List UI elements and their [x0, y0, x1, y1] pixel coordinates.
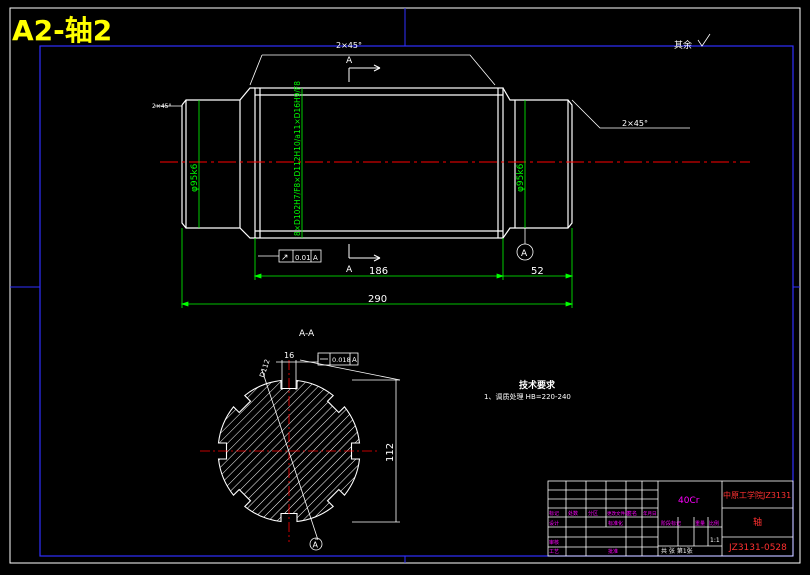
chamfer-leaders [155, 54, 690, 129]
tb-label: 审核 [549, 539, 559, 546]
outer-frame [9, 7, 801, 564]
tb-part-name: 轴 [753, 516, 762, 528]
title-block [547, 480, 794, 557]
dia-left-label: φ95k6 [190, 163, 200, 192]
shaft-main-view [181, 87, 573, 239]
tb-label: 更改文件号 [607, 510, 630, 517]
tb-label: 工艺 [549, 549, 559, 555]
section-cut-marks [348, 64, 381, 262]
tb-label: 重量 [695, 520, 705, 527]
section-dimensions [261, 355, 401, 541]
section-centerlines [200, 360, 380, 542]
dim-52: 52 [531, 266, 544, 277]
section-tol-value: 0.018 [332, 356, 351, 364]
datum-a-main: A [516, 228, 534, 261]
chamfer-left-label: 2×45° [152, 103, 171, 110]
section-mark-bottom: A [346, 265, 353, 275]
tb-sheet: 共 张 第1张 [661, 547, 693, 555]
tb-label: 标准化 [608, 520, 623, 527]
tb-material: 40Cr [678, 496, 700, 506]
dia-right-label: φ95k6 [516, 163, 526, 192]
roughness-symbol [697, 33, 711, 47]
tb-school: 中原工学院JZ3131 [723, 490, 791, 500]
tol-value: 0.01 [295, 254, 311, 262]
tb-label: 年月日 [643, 510, 657, 517]
length-dimensions [180, 228, 574, 308]
inner-border [39, 45, 794, 557]
section-tol-datum: A [352, 356, 357, 364]
tech-line-1: 1、调质处理 HB=220-240 [484, 392, 571, 401]
tb-label: 批准 [608, 548, 618, 555]
spline-spec-label: 8×D102H7/F8×D112H10/a11×D16H9/F8 [293, 81, 302, 236]
section-mark-top: A [346, 56, 353, 66]
section-tol-frame: 0.018 A [317, 352, 359, 366]
tb-label: 分区 [588, 510, 598, 517]
tb-label: 比例 [709, 520, 719, 527]
tb-label: 处数 [568, 510, 578, 517]
tb-drawing-no: JZ3131-0528 [728, 543, 787, 553]
section-height-dim: 112 [385, 443, 396, 462]
rest-roughness-label: 其余 [674, 39, 692, 51]
page-title: A2-轴2 [12, 14, 112, 47]
tb-label: 标记 [549, 510, 559, 517]
dim-290: 290 [368, 294, 387, 305]
tb-small-labels: 标记 处数 分区 更改文件号 签名 年月日 设计 标准化 阶段标记 重量 比例 … [549, 510, 719, 555]
tech-heading: 技术要求 [519, 379, 556, 391]
section-dia-label: D112 [258, 358, 271, 378]
tb-label: 签名 [627, 510, 637, 517]
section-view-label: A-A [299, 329, 315, 339]
section-width-dim: 16 [284, 351, 294, 360]
zone-ticks [10, 8, 800, 563]
datum-a-section: A [309, 537, 323, 551]
section-datum-label: A [313, 541, 319, 550]
chamfer-top-label: 2×45° [336, 41, 362, 50]
tol-datum: A [313, 254, 318, 262]
tb-label: 设计 [549, 520, 559, 527]
tol-symbol: ↗ [281, 253, 289, 263]
tb-label: 阶段标记 [661, 520, 681, 527]
geo-tolerance-frame: ↗ 0.01 A [258, 249, 322, 263]
datum-main-label: A [521, 249, 528, 259]
dim-186: 186 [369, 266, 388, 277]
chamfer-right-label: 2×45° [622, 119, 648, 128]
tb-scale: 1:1 [710, 537, 720, 544]
